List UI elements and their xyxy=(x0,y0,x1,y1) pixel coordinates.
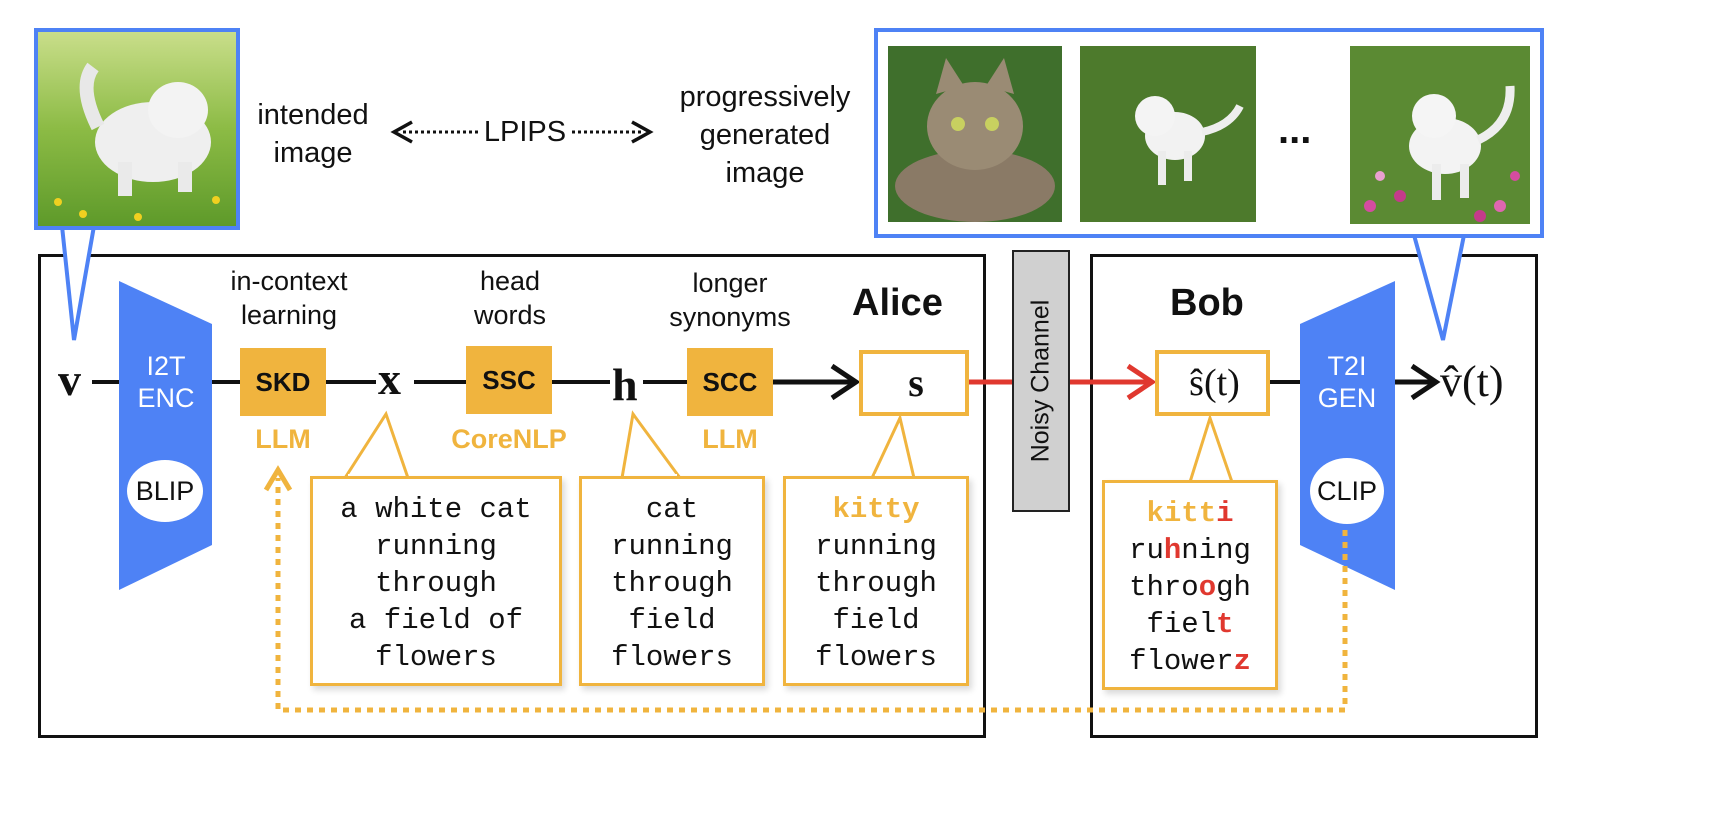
h-callout-tail xyxy=(620,410,683,480)
bob-frame xyxy=(1090,254,1538,738)
shat-box: ŝ(t) xyxy=(1155,350,1270,416)
intended-callout-tail xyxy=(59,224,97,341)
scc-module: SCC xyxy=(687,348,773,416)
ssc-tool: CoreNLP xyxy=(451,424,567,454)
alice-frame xyxy=(38,254,986,738)
skd-note: in-context learning xyxy=(230,266,348,330)
intended-image-frame xyxy=(34,28,240,230)
intended-label: intended image xyxy=(257,99,369,169)
skd-module: SKD xyxy=(240,348,326,416)
alice-title: Alice xyxy=(852,282,943,324)
feedback-loop xyxy=(275,478,1348,713)
ssc-module: SSC xyxy=(466,346,552,414)
output-image-var: v̂(t) xyxy=(1440,357,1504,406)
scc-tool: LLM xyxy=(702,424,758,454)
s-text-callout: kitty running through field flowers xyxy=(783,476,969,686)
noisy-channel: Noisy Channel xyxy=(1012,250,1070,512)
t2i-generator-label: T2I GEN xyxy=(1317,351,1377,413)
generated-image-2 xyxy=(1080,46,1256,222)
generated-image-final xyxy=(1350,46,1530,224)
feedback-arrowhead xyxy=(263,465,293,492)
lpips-label: LPIPS xyxy=(483,116,567,148)
shat-text-callout: kitti ruhning throogh fielt flowerz xyxy=(1102,480,1278,690)
generated-label: progressively generated image xyxy=(679,81,851,189)
noisy-channel-label: Noisy Channel xyxy=(1026,299,1055,463)
bob-title: Bob xyxy=(1170,282,1244,324)
i2t-encoder-shape xyxy=(119,281,212,590)
shat-callout-tail xyxy=(1187,413,1235,484)
ssc-note: head words xyxy=(473,266,547,330)
generated-ellipsis: ... xyxy=(1278,108,1312,152)
x-callout-tail xyxy=(342,410,411,480)
intended-cat-image xyxy=(38,32,236,226)
clip-model: CLIP xyxy=(1310,458,1384,524)
s-callout-tail xyxy=(869,413,916,480)
blip-model: BLIP xyxy=(127,460,203,522)
generated-images-frame: ... xyxy=(874,28,1544,238)
h-var: h xyxy=(612,359,638,410)
scc-note: longer synonyms xyxy=(669,268,791,332)
generated-callout-tail xyxy=(1411,233,1467,341)
skd-tool: LLM xyxy=(255,424,311,454)
shat-var: ŝ(t) xyxy=(1189,362,1240,404)
s-box: s xyxy=(859,350,969,416)
s-var: s xyxy=(908,360,924,405)
x-text-callout: a white cat running through a field of f… xyxy=(310,476,562,686)
i2t-encoder-label: I2T ENC xyxy=(137,351,195,413)
input-image-var: v xyxy=(58,354,81,405)
x-var: x xyxy=(378,353,401,404)
h-text-callout: cat running through field flowers xyxy=(579,476,765,686)
generated-image-1 xyxy=(888,46,1062,222)
